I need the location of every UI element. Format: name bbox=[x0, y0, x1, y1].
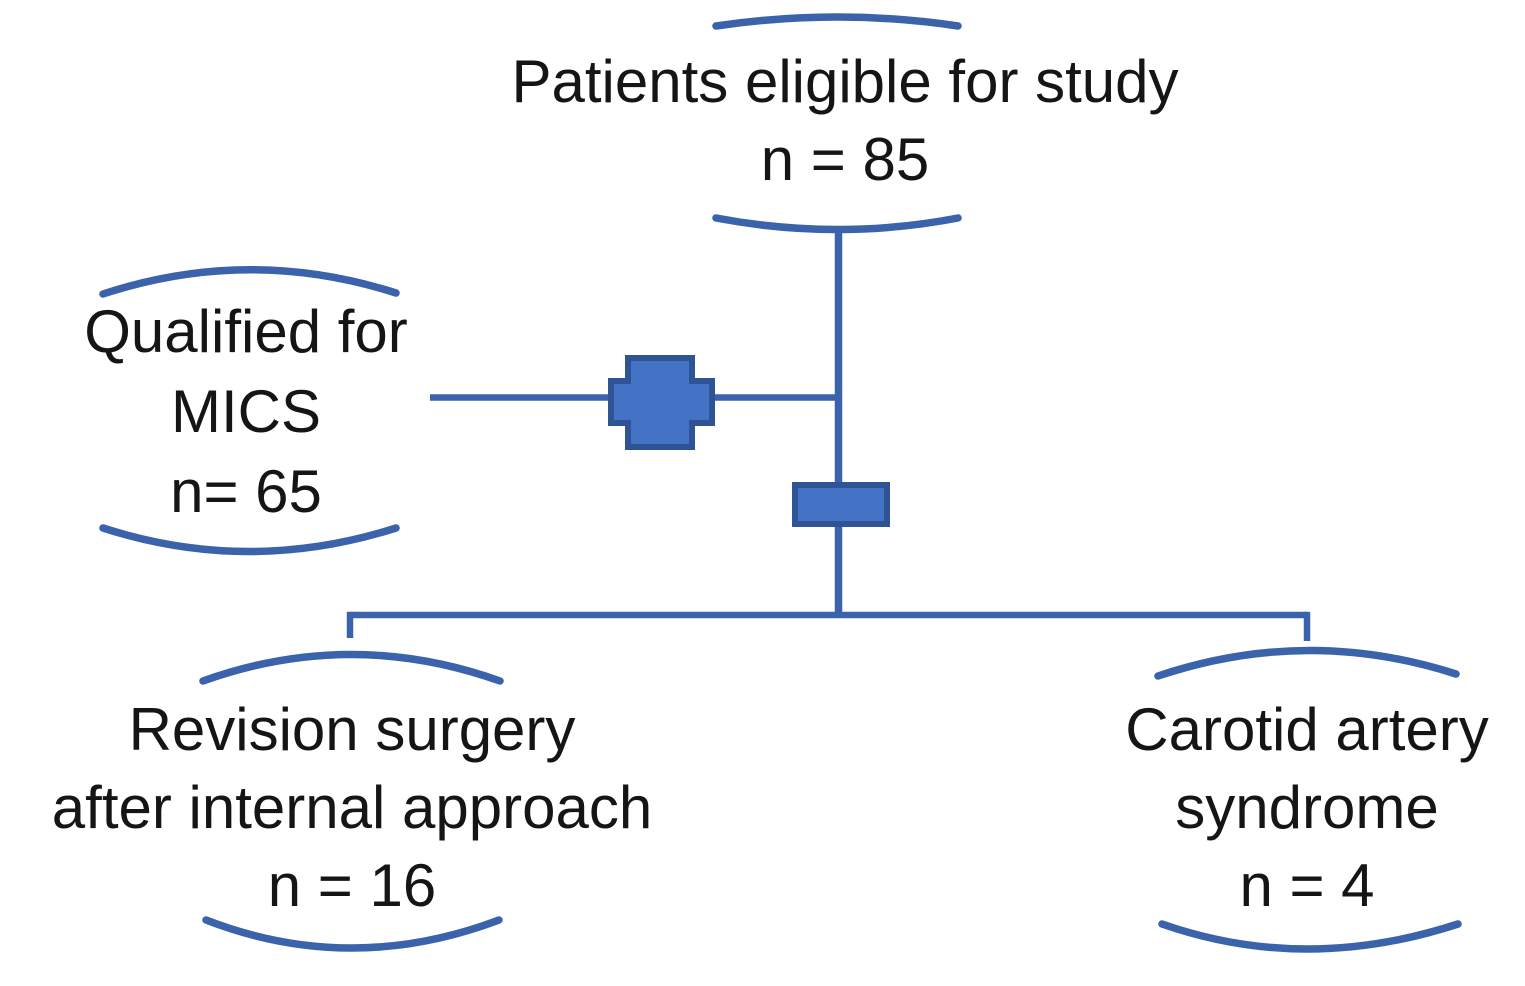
carotid-top-arc bbox=[1154, 646, 1460, 680]
qualified-top-arc bbox=[99, 266, 400, 298]
node-revision-line-1: Revision surgery bbox=[128, 696, 576, 763]
node-eligible: Patients eligible for study n = 85 bbox=[511, 43, 1178, 199]
node-revision-line-2: after internal approach bbox=[51, 774, 653, 841]
node-eligible-line-1: Patients eligible for study bbox=[511, 48, 1179, 115]
node-qualified-count: n= 65 bbox=[170, 458, 322, 525]
eligible-bottom-arc bbox=[712, 214, 962, 234]
node-revision-count: n = 16 bbox=[267, 852, 437, 919]
node-qualified: Qualified for MICS n= 65 bbox=[84, 292, 408, 532]
qualified-bottom-arc bbox=[99, 524, 400, 556]
rectangle-connector-shape bbox=[792, 482, 890, 527]
node-carotid: Carotid artery syndrome n = 4 bbox=[1125, 691, 1488, 925]
carotid-bottom-arc bbox=[1158, 920, 1462, 953]
eligible-top-arc bbox=[712, 13, 962, 30]
node-eligible-count: n = 85 bbox=[760, 126, 930, 193]
node-qualified-line-2: MICS bbox=[171, 378, 321, 445]
node-qualified-line-1: Qualified for bbox=[84, 298, 408, 365]
node-carotid-count: n = 4 bbox=[1239, 852, 1375, 919]
cross-shape bbox=[608, 355, 715, 450]
revision-top-arc bbox=[199, 650, 504, 685]
node-carotid-line-2: syndrome bbox=[1175, 774, 1439, 841]
node-carotid-line-1: Carotid artery bbox=[1125, 696, 1489, 763]
revision-bottom-arc bbox=[202, 916, 503, 952]
node-revision: Revision surgery after internal approach… bbox=[52, 691, 652, 925]
